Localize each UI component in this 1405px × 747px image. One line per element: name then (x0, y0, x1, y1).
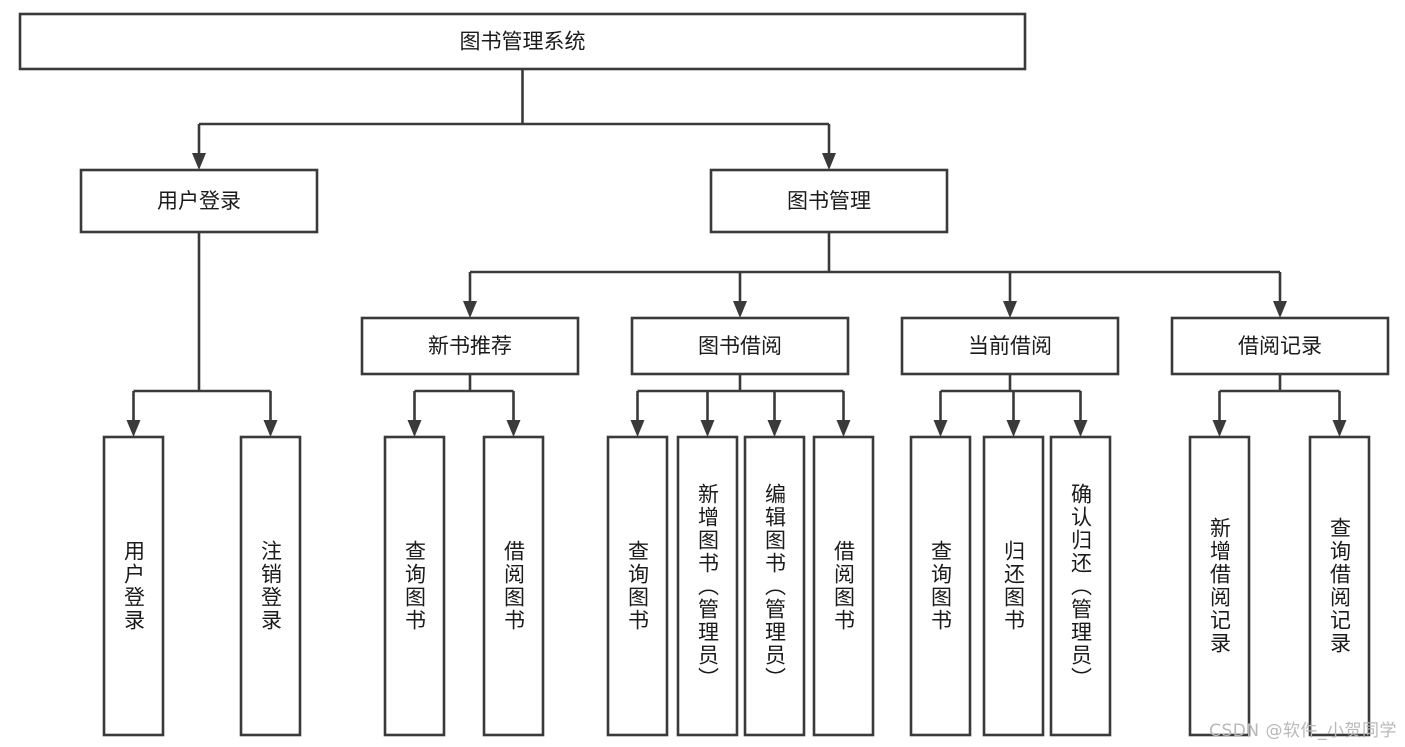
node-box-current-borrow[interactable] (900, 316, 1120, 376)
node-box-leaf-current-return[interactable] (982, 435, 1045, 737)
node-leaf-current-return[interactable] (982, 435, 1045, 737)
arrow-head-leaf-user-login (126, 420, 141, 437)
arrow-head-leaf-borrow-lend (836, 420, 851, 437)
node-label-book-manage: 图书管理 (787, 189, 871, 213)
arrow-head-leaf-record-add (1212, 420, 1227, 437)
node-box-leaf-borrow-lend[interactable] (812, 435, 875, 737)
node-current-borrow[interactable]: 当前借阅 (900, 316, 1120, 376)
connectors-layer (126, 69, 1347, 437)
node-leaf-borrow-add[interactable] (676, 435, 739, 737)
node-label-book-borrow: 图书借阅 (698, 334, 782, 358)
arrow-head-new-book-rec (463, 301, 477, 318)
arrow-head-leaf-current-confirm (1073, 420, 1088, 437)
node-box-leaf-borrow-query[interactable] (606, 435, 669, 737)
arrow-head-book-manage (822, 153, 836, 170)
node-leaf-record-add[interactable] (1188, 435, 1251, 737)
node-label-user-login: 用户登录 (157, 189, 241, 213)
node-leaf-rec-query[interactable] (383, 435, 446, 737)
node-box-leaf-current-confirm[interactable] (1049, 435, 1112, 737)
node-book-manage[interactable]: 图书管理 (709, 168, 949, 234)
node-borrow-record[interactable]: 借阅记录 (1170, 316, 1390, 376)
node-label-borrow-record: 借阅记录 (1238, 334, 1322, 358)
node-box-leaf-rec-borrow[interactable] (482, 435, 545, 737)
node-box-borrow-record[interactable] (1170, 316, 1390, 376)
node-new-book-rec[interactable]: 新书推荐 (360, 316, 580, 376)
arrow-head-leaf-user-logout (263, 420, 278, 437)
arrow-head-borrow-record (1273, 301, 1287, 318)
node-label-current-borrow: 当前借阅 (968, 334, 1052, 358)
node-leaf-record-query[interactable] (1308, 435, 1371, 737)
node-box-leaf-borrow-add[interactable] (676, 435, 739, 737)
node-box-leaf-user-logout[interactable] (239, 435, 302, 737)
arrow-head-leaf-borrow-add (700, 420, 715, 437)
node-box-root[interactable] (18, 12, 1027, 71)
node-leaf-user-login[interactable] (102, 435, 165, 737)
arrow-head-leaf-current-query (933, 420, 948, 437)
arrow-head-current-borrow (1003, 301, 1017, 318)
node-leaf-current-query[interactable] (909, 435, 972, 737)
node-label-new-book-rec: 新书推荐 (428, 334, 512, 358)
node-leaf-borrow-edit[interactable] (743, 435, 806, 737)
node-box-book-borrow[interactable] (630, 316, 850, 376)
arrow-head-leaf-borrow-query (630, 420, 645, 437)
node-box-leaf-borrow-edit[interactable] (743, 435, 806, 737)
node-box-leaf-rec-query[interactable] (383, 435, 446, 737)
arrow-head-leaf-borrow-edit (767, 420, 782, 437)
node-book-borrow[interactable]: 图书借阅 (630, 316, 850, 376)
arrow-head-user-login (192, 153, 206, 170)
node-box-leaf-current-query[interactable] (909, 435, 972, 737)
node-box-leaf-record-query[interactable] (1308, 435, 1371, 737)
arrow-head-leaf-rec-query (407, 420, 422, 437)
arrow-head-leaf-rec-borrow (506, 420, 521, 437)
node-user-login[interactable]: 用户登录 (79, 168, 319, 234)
node-box-leaf-record-add[interactable] (1188, 435, 1251, 737)
node-box-leaf-user-login[interactable] (102, 435, 165, 737)
node-label-root: 图书管理系统 (460, 30, 586, 54)
node-leaf-borrow-query[interactable] (606, 435, 669, 737)
node-box-user-login[interactable] (79, 168, 319, 234)
node-leaf-borrow-lend[interactable] (812, 435, 875, 737)
arrow-head-book-borrow (733, 301, 747, 318)
node-leaf-user-logout[interactable] (239, 435, 302, 737)
watermark-text: CSDN @软件_小贺同学 (1209, 721, 1397, 741)
node-leaf-current-confirm[interactable] (1049, 435, 1112, 737)
arrow-head-leaf-record-query (1332, 420, 1347, 437)
node-leaf-rec-borrow[interactable] (482, 435, 545, 737)
node-box-new-book-rec[interactable] (360, 316, 580, 376)
node-box-book-manage[interactable] (709, 168, 949, 234)
arrow-head-leaf-current-return (1006, 420, 1021, 437)
node-root[interactable]: 图书管理系统 (18, 12, 1027, 71)
